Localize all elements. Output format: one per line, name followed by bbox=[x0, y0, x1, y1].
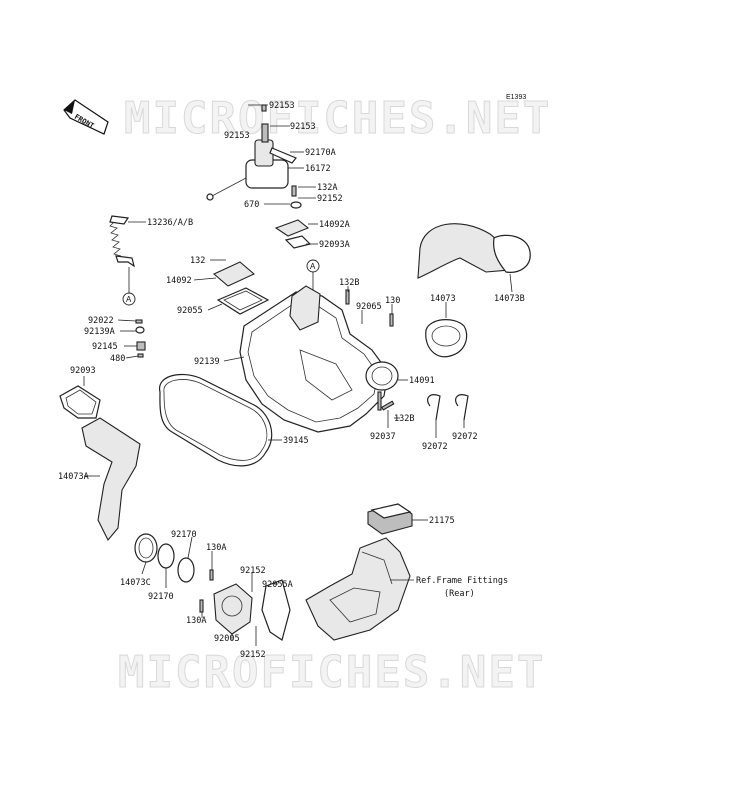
part-label: 14073C bbox=[120, 578, 151, 588]
part-label: 92139 bbox=[194, 357, 220, 367]
frame-bracket bbox=[305, 503, 413, 641]
part-label: 92152 bbox=[240, 650, 266, 660]
part-label: 14092 bbox=[166, 276, 192, 286]
part-label: 92093 bbox=[70, 366, 96, 376]
part-label: 92072 bbox=[422, 442, 448, 452]
part-label: 92170 bbox=[171, 530, 197, 540]
spring-13236 bbox=[109, 215, 135, 268]
part-label: 132B bbox=[394, 414, 414, 424]
part-label: 92055A bbox=[262, 580, 293, 590]
bolts-right bbox=[345, 289, 395, 411]
cover-plate-14092 bbox=[212, 261, 270, 315]
front-arrow-icon: FRONT bbox=[63, 99, 109, 135]
drive-belt bbox=[159, 373, 273, 467]
part-label: 14091 bbox=[409, 376, 435, 386]
part-label: 130A bbox=[206, 543, 226, 553]
part-label: 92145 bbox=[92, 342, 118, 352]
svg-text:A: A bbox=[126, 295, 132, 304]
ref-note-line2: (Rear) bbox=[444, 589, 475, 599]
outlet-fitting bbox=[199, 569, 291, 641]
part-label: 92170A bbox=[305, 148, 336, 158]
part-label: 92022 bbox=[88, 316, 114, 326]
part-label: 21175 bbox=[429, 516, 455, 526]
part-label: 92152 bbox=[317, 194, 343, 204]
part-label: 14073 bbox=[430, 294, 456, 304]
hose-clips bbox=[427, 394, 469, 421]
part-labels: 92153 92153 92153 92170A 16172 132A 9215… bbox=[58, 101, 525, 660]
part-label: 92093A bbox=[319, 240, 350, 250]
part-label: 670 bbox=[244, 200, 259, 210]
part-label: 16172 bbox=[305, 164, 331, 174]
part-label: 92153 bbox=[224, 131, 250, 141]
part-label: 132 bbox=[190, 256, 205, 266]
part-label: 92072 bbox=[452, 432, 478, 442]
actuator-assembly bbox=[206, 104, 297, 201]
part-label: 92153 bbox=[269, 101, 295, 111]
part-label: 132B bbox=[339, 278, 359, 288]
watermark-top: MICROFICHES.NET bbox=[124, 93, 551, 144]
part-label: 480 bbox=[110, 354, 125, 364]
part-label: 92005 bbox=[214, 634, 240, 644]
part-label: 92153 bbox=[290, 122, 316, 132]
converter-cover bbox=[239, 285, 399, 433]
part-label: 92037 bbox=[370, 432, 396, 442]
part-label: 92065 bbox=[356, 302, 382, 312]
part-label: 39145 bbox=[283, 436, 309, 446]
part-label: 13236/A/B bbox=[147, 218, 193, 228]
reference-note: Ref.Frame Fittings (Rear) bbox=[416, 576, 508, 599]
valve-plate bbox=[274, 185, 312, 249]
part-label: 130A bbox=[186, 616, 206, 626]
leader-lines bbox=[83, 104, 513, 646]
diagram-code: E1393 bbox=[506, 94, 526, 101]
lower-rings bbox=[134, 533, 195, 583]
part-label: 14073B bbox=[494, 294, 525, 304]
intake-duct-upper bbox=[417, 223, 531, 358]
small-fasteners-left bbox=[135, 319, 146, 358]
svg-text:A: A bbox=[310, 262, 316, 271]
marker-a-center: A bbox=[306, 259, 320, 273]
ref-note-line1: Ref.Frame Fittings bbox=[416, 576, 508, 586]
marker-a-left: A bbox=[122, 292, 136, 306]
part-label: 132A bbox=[317, 183, 337, 193]
watermark-bottom: MICROFICHES.NET bbox=[118, 647, 545, 698]
part-label: 130 bbox=[385, 296, 400, 306]
part-label: 92055 bbox=[177, 306, 203, 316]
intake-duct-lower bbox=[59, 385, 141, 541]
part-label: 14073A bbox=[58, 472, 89, 482]
part-label: 92152 bbox=[240, 566, 266, 576]
part-label: 92170 bbox=[148, 592, 174, 602]
part-label: 14092A bbox=[319, 220, 350, 230]
part-label: 92139A bbox=[84, 327, 115, 337]
